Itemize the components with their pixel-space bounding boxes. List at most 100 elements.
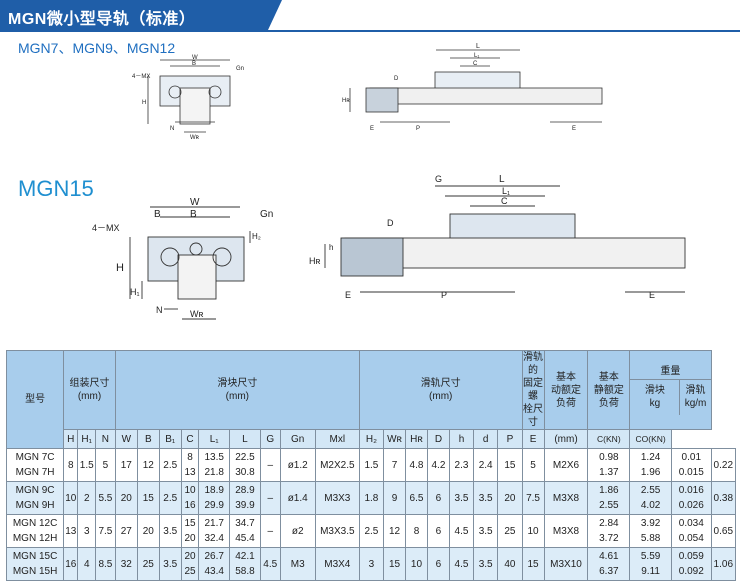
cell-p: 20 — [497, 481, 523, 515]
cell-c-h: 16 — [184, 500, 196, 511]
sub-l: L — [229, 429, 261, 449]
cell-weight-rail: 0.65 — [710, 514, 737, 548]
cell-h2: 2.5 — [358, 514, 385, 548]
drawing-small-cross-section: 4－MX W B Gn H N Wʀ — [132, 55, 244, 140]
sub-h-lower: h — [448, 429, 475, 449]
cell-l1-c: 18.9 — [204, 485, 224, 496]
cell-weight-rail: 0.38 — [710, 481, 737, 515]
cell-g: 4.5 — [259, 547, 281, 581]
cell-c-kn-c: 2.84 — [599, 518, 619, 529]
cell-c-h: 20 — [184, 533, 196, 544]
cell-h: 16 — [63, 547, 79, 581]
cell-weight-block-h: 0.054 — [678, 533, 704, 544]
cell-l-c: 28.9 — [235, 485, 255, 496]
cell-bolt: M2X6 — [543, 448, 589, 482]
label-mgn15-c: C — [501, 196, 508, 206]
label-mgn15-w: W — [190, 197, 200, 208]
cell-d: 3.5 — [473, 547, 499, 581]
cell-d: 4.2 — [426, 448, 450, 482]
cell-hr: 8 — [404, 514, 428, 548]
cell-w: 32 — [114, 547, 138, 581]
cell-model-h: MGN 9H — [15, 500, 55, 511]
label-small-l1: L₁ — [474, 53, 479, 59]
header-weight-block: 滑块 kg — [631, 380, 681, 415]
sub-h2: H₂ — [358, 429, 385, 449]
sub-wr: Wʀ — [383, 429, 406, 449]
cell-l1-h: 29.9 — [204, 500, 224, 511]
cell-b1: 2.5 — [158, 448, 182, 482]
label-small-w: W — [192, 55, 198, 61]
cell-b: 20 — [136, 514, 160, 548]
cell-c-kn-h: 2.55 — [599, 500, 619, 511]
cell-p: 40 — [497, 547, 523, 581]
cell-weight-block-c: 0.016 — [678, 485, 704, 496]
cell-co-kn-c: 1.24 — [640, 452, 661, 463]
section-heading-mgn15: MGN15 — [18, 176, 94, 201]
label-mgn15-e2: E — [649, 290, 655, 300]
label-small-l: L — [476, 43, 480, 50]
label-mgn15-n: N — [156, 305, 163, 315]
cell-bolt: M3X8 — [543, 514, 589, 548]
label-mgn15-h2: H₂ — [252, 232, 261, 241]
cell-l1-c: 21.7 — [204, 518, 224, 529]
cell-w: 27 — [114, 514, 138, 548]
cell-b: 15 — [136, 481, 160, 515]
cell-co-kn-h: 5.88 — [640, 533, 661, 544]
header-rail: 滑轨尺寸 (mm) — [358, 350, 523, 430]
cell-p: 15 — [497, 448, 523, 482]
label-small-b: B — [192, 61, 196, 67]
cell-d: 3.5 — [473, 514, 499, 548]
sub-g: G — [259, 429, 281, 449]
cell-h2: 1.8 — [358, 481, 385, 515]
cell-bolt: M3X10 — [543, 547, 589, 581]
cell-c-kn-h: 3.72 — [599, 533, 619, 544]
label-small-n: N — [170, 126, 174, 132]
label-mgn15-wr: Wʀ — [190, 309, 203, 319]
spec-table: 型号 组装尺寸 (mm) 滑块尺寸 (mm) 滑轨尺寸 (mm) 滑轨的 固定螺… — [5, 350, 737, 581]
sub-c-kn: C(KN) — [587, 429, 631, 449]
cell-h: 13 — [63, 514, 79, 548]
cell-model-c: MGN 12C — [12, 518, 58, 529]
cell-c-kn-h: 6.37 — [599, 566, 619, 577]
cell-model-h: MGN 15H — [12, 566, 58, 577]
cell-w: 20 — [114, 481, 138, 515]
cell-gn: ø1.4 — [279, 481, 316, 515]
label-mgn15-hr: Hʀ — [309, 256, 320, 266]
cell-b1: 3.5 — [158, 547, 182, 581]
cell-gn: ø2 — [279, 514, 316, 548]
title-bar: MGN微小型导轨（标准） — [0, 0, 282, 30]
label-small-hr: Hʀ — [342, 98, 350, 104]
cell-b1: 3.5 — [158, 514, 182, 548]
cell-weight-block-c: 0.01 — [681, 452, 702, 463]
cell-l-h: 58.8 — [235, 566, 255, 577]
label-small-gn: Gn — [236, 66, 244, 72]
label-mgn15-g: G — [435, 174, 442, 184]
cell-weight-block-h: 0.026 — [678, 500, 704, 511]
sub-p: P — [497, 429, 523, 449]
cell-gn: M3 — [279, 547, 316, 581]
cell-e: 7.5 — [521, 481, 545, 515]
sub-b1: B₁ — [158, 429, 182, 449]
label-small-e: E — [370, 126, 374, 132]
cell-h: 3.5 — [448, 481, 475, 515]
label-small-p: P — [416, 126, 420, 132]
cell-e: 15 — [521, 547, 545, 581]
cell-l-h: 39.9 — [235, 500, 255, 511]
cell-g: – — [259, 448, 281, 482]
cell-weight-block: 0.016 0.026 — [671, 481, 712, 515]
label-small-h: H — [142, 100, 146, 106]
cell-c-kn-c: 0.98 — [599, 452, 619, 463]
cell-wr: 9 — [383, 481, 406, 515]
cell-c-kn: 2.84 3.72 — [587, 514, 631, 548]
